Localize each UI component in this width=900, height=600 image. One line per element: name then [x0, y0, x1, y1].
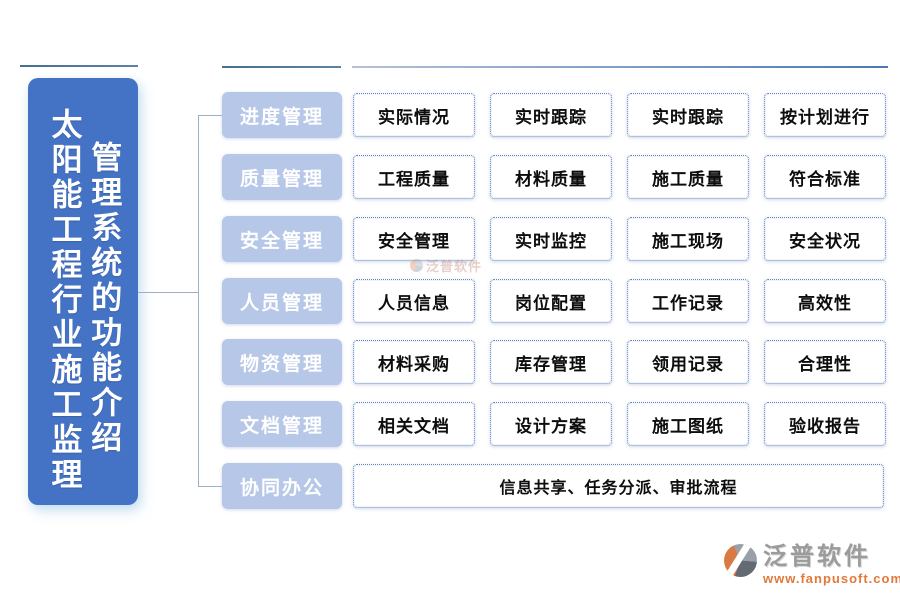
top-rule-categories	[222, 66, 341, 68]
item-box: 安全管理	[353, 217, 475, 261]
item-box: 相关文档	[353, 402, 475, 446]
item-box: 合理性	[764, 340, 886, 384]
item-box: 领用记录	[627, 340, 749, 384]
category-box: 安全管理	[222, 216, 342, 262]
item-box: 材料质量	[490, 155, 612, 199]
item-box: 岗位配置	[490, 279, 612, 323]
item-box: 符合标准	[764, 155, 886, 199]
function-row: 物资管理材料采购库存管理领用记录合理性	[222, 339, 886, 385]
item-box: 工程质量	[353, 155, 475, 199]
category-box: 协同办公	[222, 463, 342, 509]
category-box: 进度管理	[222, 92, 342, 138]
item-box: 高效性	[764, 279, 886, 323]
item-box: 实时跟踪	[627, 93, 749, 137]
item-box: 实时监控	[490, 217, 612, 261]
item-boxes: 人员信息岗位配置工作记录高效性	[353, 279, 886, 323]
top-rule-items	[352, 66, 888, 68]
function-row: 协同办公信息共享、任务分派、审批流程	[222, 463, 884, 509]
function-row: 人员管理人员信息岗位配置工作记录高效性	[222, 278, 886, 324]
connector-stub-top	[198, 115, 223, 116]
connector-stub-bottom	[198, 486, 223, 487]
item-box: 材料采购	[353, 340, 475, 384]
category-box: 文档管理	[222, 401, 342, 447]
item-boxes: 安全管理实时监控施工现场安全状况	[353, 217, 886, 261]
item-box: 施工图纸	[627, 402, 749, 446]
title-banner: 太阳能工程行业施工监理 管理系统的功能介绍	[28, 78, 138, 505]
vendor-footer: 泛普软件 www.fanpusoft.com	[724, 544, 900, 586]
function-row: 文档管理相关文档设计方案施工图纸验收报告	[222, 401, 886, 447]
item-box: 人员信息	[353, 279, 475, 323]
brand-name: 泛普软件	[763, 543, 871, 570]
item-boxes: 实际情况实时跟踪实时跟踪按计划进行	[353, 93, 886, 137]
item-box: 实际情况	[353, 93, 475, 137]
item-boxes: 相关文档设计方案施工图纸验收报告	[353, 402, 886, 446]
category-box: 人员管理	[222, 278, 342, 324]
brand-text-block: 泛普软件 www.fanpusoft.com	[763, 544, 900, 586]
function-row: 进度管理实际情况实时跟踪实时跟踪按计划进行	[222, 92, 886, 138]
connector-root-line	[138, 292, 198, 293]
category-box: 物资管理	[222, 339, 342, 385]
item-box: 信息共享、任务分派、审批流程	[353, 464, 884, 508]
item-box: 实时跟踪	[490, 93, 612, 137]
fanpu-logo-icon	[724, 544, 757, 577]
item-box: 库存管理	[490, 340, 612, 384]
banner-title-right-column: 管理系统的功能介绍	[86, 141, 122, 456]
connector-spine-line	[198, 115, 199, 487]
function-row: 安全管理安全管理实时监控施工现场安全状况	[222, 216, 886, 262]
item-box: 施工现场	[627, 217, 749, 261]
item-box: 安全状况	[764, 217, 886, 261]
item-box: 设计方案	[490, 402, 612, 446]
item-box: 验收报告	[764, 402, 886, 446]
top-rule-banner	[20, 65, 138, 67]
item-box: 施工质量	[627, 155, 749, 199]
item-boxes: 工程质量材料质量施工质量符合标准	[353, 155, 886, 199]
function-row: 质量管理工程质量材料质量施工质量符合标准	[222, 154, 886, 200]
category-box: 质量管理	[222, 154, 342, 200]
banner-title-left-column: 太阳能工程行业施工监理	[46, 108, 82, 493]
item-box: 按计划进行	[764, 93, 886, 137]
brand-url: www.fanpusoft.com	[763, 571, 900, 587]
item-boxes: 信息共享、任务分派、审批流程	[353, 464, 884, 508]
item-boxes: 材料采购库存管理领用记录合理性	[353, 340, 886, 384]
item-box: 工作记录	[627, 279, 749, 323]
